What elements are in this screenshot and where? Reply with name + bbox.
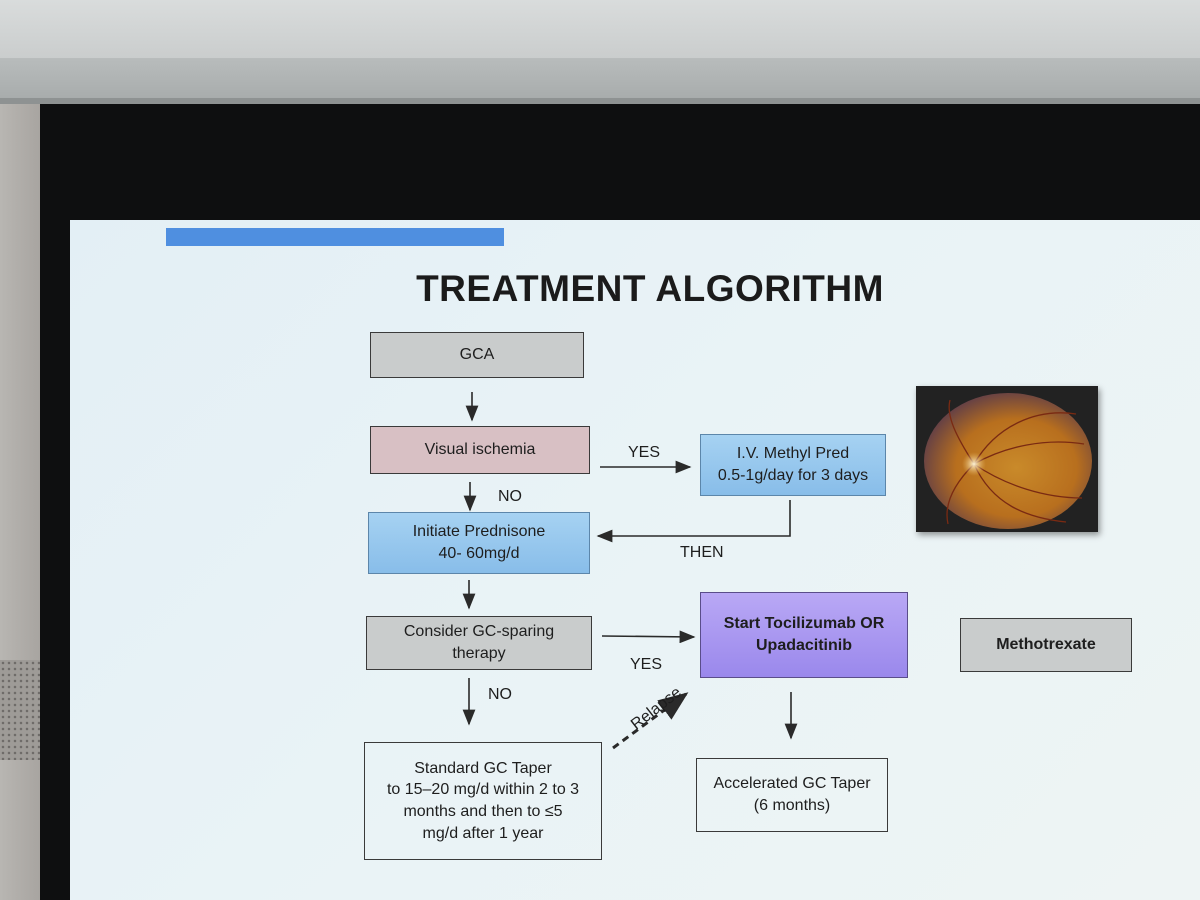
retina-fundus-photo [916, 386, 1098, 532]
ceiling [0, 0, 1200, 62]
label-yes-bottom: YES [630, 656, 663, 673]
box-consider-gc-sparing-line2: therapy [452, 645, 506, 662]
label-then: THEN [680, 544, 724, 561]
box-visual-ischemia: Visual ischemia [370, 426, 590, 474]
box-standard-gc-taper: Standard GC Taper to 15–20 mg/d within 2… [364, 742, 602, 860]
box-iv-methyl-pred: I.V. Methyl Pred 0.5-1g/day for 3 days [700, 434, 886, 496]
box-gca-text: GCA [459, 346, 495, 364]
box-methotrexate: Methotrexate [960, 618, 1132, 672]
flowchart-arrows [462, 392, 798, 750]
box-standard-gc-taper-line2: to 15–20 mg/d within 2 to 3 [386, 781, 580, 799]
slide-accent-bar [166, 228, 504, 246]
box-visual-ischemia-text: Visual ischemia [424, 441, 536, 459]
box-iv-methyl-pred-line1: I.V. Methyl Pred [736, 445, 850, 463]
box-start-tocilizumab: Start Tocilizumab OR Upadacitinib [700, 592, 908, 678]
arrow-ivmp-to-prednisone [596, 500, 791, 543]
box-accelerated-gc-taper: Accelerated GC Taper (6 months) [696, 758, 888, 832]
box-methotrexate-text: Methotrexate [996, 636, 1096, 654]
slide-title: TREATMENT ALGORITHM [416, 268, 884, 309]
box-standard-gc-taper-line1: Standard GC Taper [414, 759, 552, 777]
rail-shadow-line [0, 98, 1200, 104]
label-yes-top: YES [628, 444, 661, 461]
arrow-relapse-dashed [612, 692, 689, 750]
label-no-top: NO [498, 488, 522, 505]
box-start-tocilizumab-line2: Upadacitinib [755, 637, 852, 654]
box-gca: GCA [370, 332, 584, 378]
box-standard-gc-taper-line4: mg/d after 1 year [422, 824, 544, 842]
box-standard-gc-taper-line3: months and then to ≤5 [403, 803, 563, 820]
speaker-grille [0, 660, 44, 760]
box-start-tocilizumab-line1: Start Tocilizumab OR [723, 615, 885, 633]
presentation-slide: TREATMENT ALGORITHM GCA Visual ischemia [70, 220, 1200, 900]
box-initiate-prednisone-line1: Initiate Prednisone [412, 523, 546, 541]
arrow-gcsparing-to-tocilizumab [601, 630, 696, 644]
box-initiate-prednisone-line2: 40- 60mg/d [438, 545, 520, 562]
box-consider-gc-sparing: Consider GC-sparing therapy [366, 616, 592, 670]
box-consider-gc-sparing-line1: Consider GC-sparing [403, 623, 555, 641]
projector-screen-rail [0, 58, 1200, 104]
box-initiate-prednisone: Initiate Prednisone 40- 60mg/d [368, 512, 590, 574]
box-iv-methyl-pred-line2: 0.5-1g/day for 3 days [717, 467, 869, 484]
box-accelerated-gc-taper-line1: Accelerated GC Taper [713, 775, 871, 793]
label-no-bottom: NO [488, 686, 512, 703]
box-accelerated-gc-taper-line2: (6 months) [753, 797, 831, 814]
